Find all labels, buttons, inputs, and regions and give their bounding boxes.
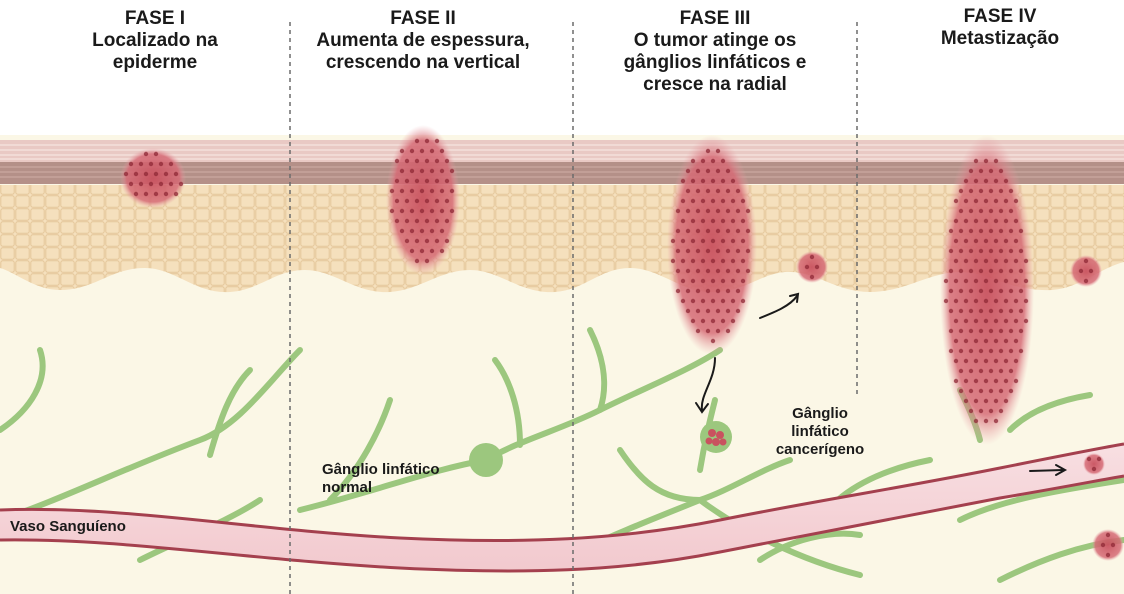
phase-4-description: Metastização (900, 28, 1100, 50)
normal-lymph-node (469, 443, 503, 477)
phase-1-title: FASE I Localizado na epiderme (40, 8, 270, 74)
phase-1-description: Localizado na (40, 30, 270, 52)
normal-node-label-line: Gânglio linfático (322, 461, 440, 479)
phase-3-description: O tumor atinge os (590, 30, 840, 52)
tumor-phase-1 (120, 148, 186, 208)
cancer-node-label-line: linfático (772, 423, 868, 441)
arrow-metastasis (1030, 470, 1063, 471)
phase-4-title: FASE IV Metastização (900, 6, 1100, 50)
phase-3-title: FASE III O tumor atinge os gânglios linf… (590, 8, 840, 96)
cancerous-lymph-node (700, 421, 732, 453)
phase-3-heading: FASE III (590, 8, 840, 30)
phase-2-description: Aumenta de espessura, (298, 30, 548, 52)
phase-2-description: crescendo na vertical (298, 52, 548, 74)
phase-4-heading: FASE IV (900, 6, 1100, 28)
phase-2-heading: FASE II (298, 8, 548, 30)
normal-lymph-node-label: Gânglio linfático normal (322, 461, 440, 497)
normal-node-label-line: normal (322, 479, 440, 497)
phase-3-description: gânglios linfáticos e (590, 52, 840, 74)
circulating-tumor-cluster (1083, 453, 1105, 475)
phase-3-description: cresce na radial (590, 74, 840, 96)
cancerous-lymph-node-label: Gânglio linfático cancerígeno (772, 405, 868, 459)
phase-1-description: epiderme (40, 52, 270, 74)
cancer-node-label-line: Gânglio (772, 405, 868, 423)
phase-2-title: FASE II Aumenta de espessura, crescendo … (298, 8, 548, 74)
phase-1-heading: FASE I (40, 8, 270, 30)
cancer-node-label-line: cancerígeno (772, 441, 868, 459)
blood-vessel-label: Vaso Sanguíeno (10, 518, 126, 536)
